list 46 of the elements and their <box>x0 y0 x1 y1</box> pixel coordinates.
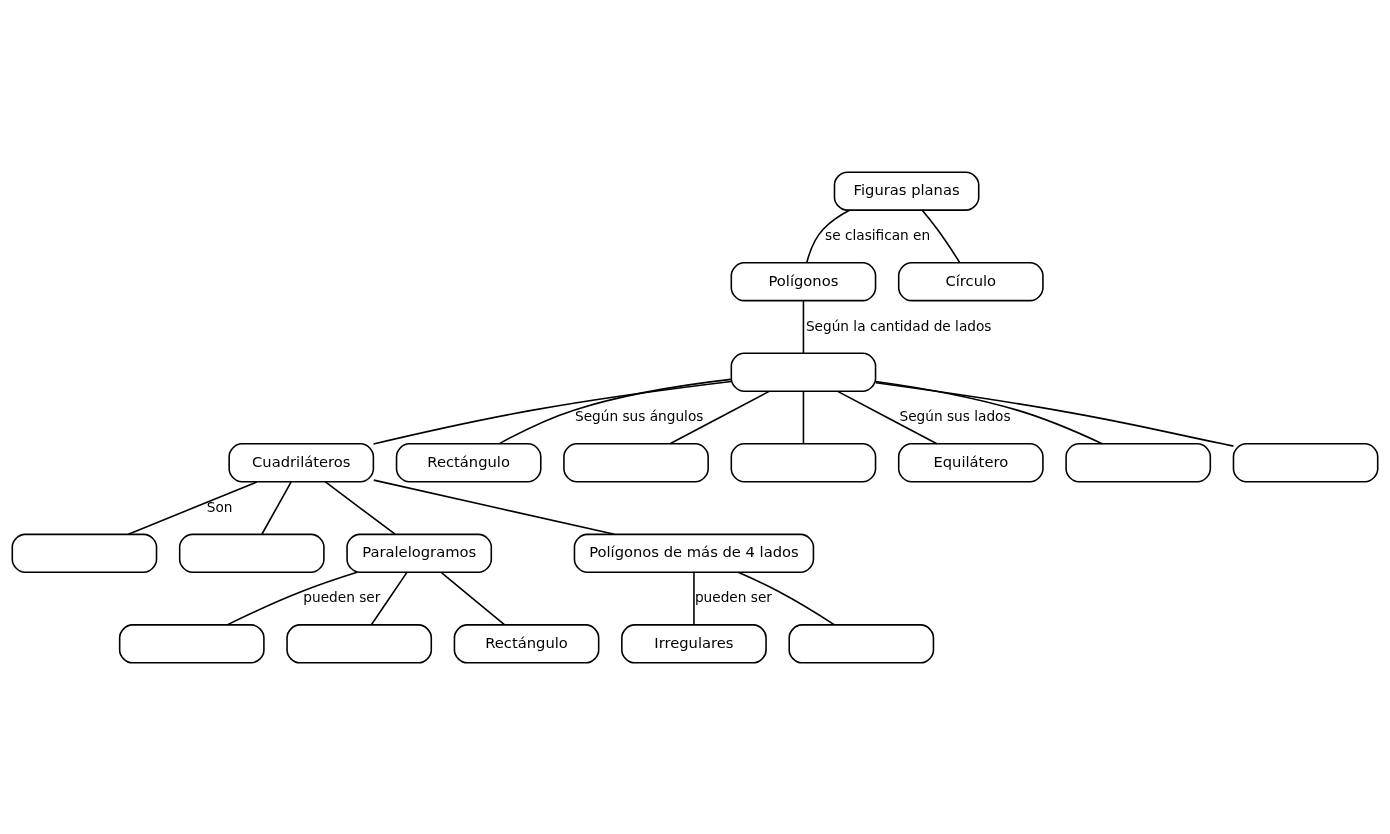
node-box: Polígonos <box>730 261 877 301</box>
node-box: Rectángulo <box>395 442 542 482</box>
connector <box>370 571 408 626</box>
connector <box>498 378 732 444</box>
node-box: Equilátero <box>897 442 1044 482</box>
connector <box>226 571 358 626</box>
connector <box>693 571 695 626</box>
connector <box>874 380 1103 445</box>
node-box <box>730 352 877 392</box>
connector <box>324 480 396 535</box>
connector <box>372 478 616 535</box>
connector <box>372 380 732 445</box>
connector <box>806 209 851 263</box>
edge-label: Según la cantidad de lados <box>805 317 992 334</box>
connector <box>802 299 805 354</box>
node-box <box>788 623 935 664</box>
node-box: Cuadriláteros <box>228 442 375 482</box>
edge-label: Según sus lados <box>899 407 1011 424</box>
edge-label: pueden ser <box>694 588 772 605</box>
edge-label: Según sus ángulos <box>575 407 704 424</box>
node-box: Polígonos de más de 4 lados <box>573 533 815 573</box>
node-box: Paralelogramos <box>346 533 493 573</box>
node-box: Irregulares <box>621 623 767 664</box>
edge-label: Son <box>206 498 233 515</box>
node-box: Rectángulo <box>453 623 600 664</box>
node-box <box>118 623 265 664</box>
connector <box>261 480 292 535</box>
node-box: Figuras planas <box>833 170 980 211</box>
node-box <box>1065 442 1212 482</box>
node-box <box>286 623 433 664</box>
connector <box>669 390 770 445</box>
node-box <box>730 442 877 482</box>
connector <box>921 208 961 263</box>
connector <box>440 571 506 626</box>
edge-label: se clasifican en <box>825 226 931 243</box>
connector <box>127 480 258 535</box>
connector <box>874 381 1235 447</box>
node-box <box>178 533 325 573</box>
node-box <box>563 442 709 482</box>
node-box <box>11 533 158 573</box>
edge-label: pueden ser <box>303 588 381 605</box>
connector <box>802 390 805 444</box>
connector <box>836 390 938 445</box>
connector <box>737 571 836 626</box>
node-box: Círculo <box>897 261 1044 301</box>
node-box <box>1232 442 1379 482</box>
